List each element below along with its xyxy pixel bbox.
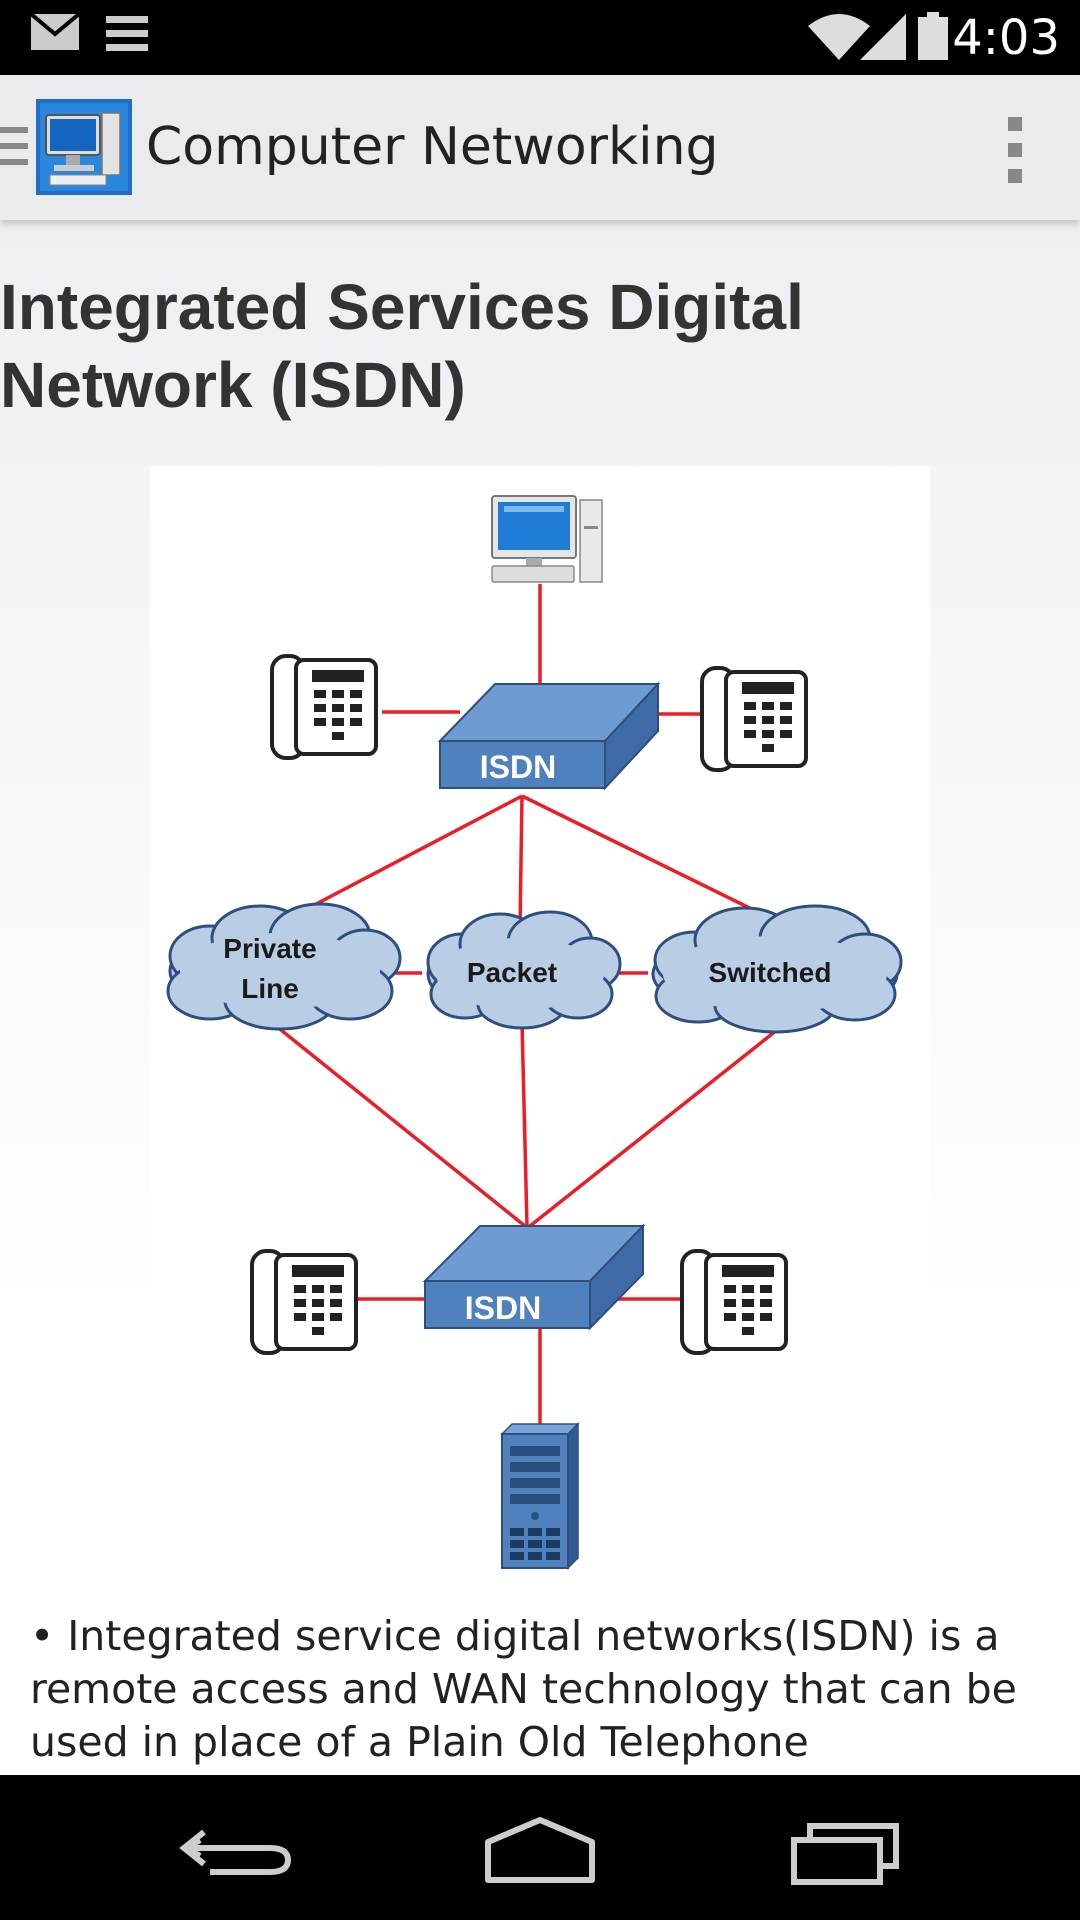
computer-icon (491, 495, 603, 583)
home-icon[interactable] (470, 1810, 610, 1890)
status-bar: 4:03 (0, 0, 1080, 75)
telephone-icon (680, 1249, 788, 1355)
app-title: Computer Networking (146, 117, 719, 177)
article-content[interactable]: Integrated Services Digital Network (ISD… (0, 220, 1080, 1775)
isdn-bottom-label: ISDN (465, 1290, 541, 1326)
cloud-switched-label: Switched (709, 957, 832, 988)
isdn-top-label: ISDN (480, 749, 556, 785)
isdn-diagram-svg: ISDN ISDN (166, 495, 903, 1570)
telephone-icon (700, 666, 808, 772)
signal-icon (860, 14, 906, 60)
notification-list-icon (106, 16, 148, 51)
telephone-icon (270, 654, 378, 760)
wifi-icon (808, 14, 870, 60)
cloud-packet-label: Packet (467, 957, 557, 988)
isdn-diagram: ISDN ISDN (150, 466, 930, 1596)
action-bar: Computer Networking (0, 75, 1080, 220)
status-time: 4:03 (952, 10, 1060, 66)
back-icon[interactable] (170, 1810, 310, 1890)
article-heading: Integrated Services Digital Network (ISD… (0, 271, 804, 421)
drawer-indicator-icon[interactable] (0, 127, 28, 167)
telephone-icon (250, 1249, 358, 1355)
isdn-switch-bottom (422, 1223, 646, 1331)
recents-icon[interactable] (780, 1810, 920, 1890)
overflow-menu-icon[interactable] (1000, 115, 1030, 185)
cloud-private-line-label-1: Private (223, 933, 316, 964)
computer-icon[interactable] (36, 99, 132, 195)
cloud-private-line-label-2: Line (241, 973, 299, 1004)
gmail-icon (30, 12, 80, 50)
navigation-bar (0, 1775, 1080, 1920)
network-links (274, 584, 784, 1430)
isdn-switch-top (437, 681, 661, 791)
battery-icon (918, 12, 948, 60)
server-icon (500, 1422, 580, 1570)
article-paragraph: • Integrated service digital networks(IS… (30, 1612, 1017, 1766)
